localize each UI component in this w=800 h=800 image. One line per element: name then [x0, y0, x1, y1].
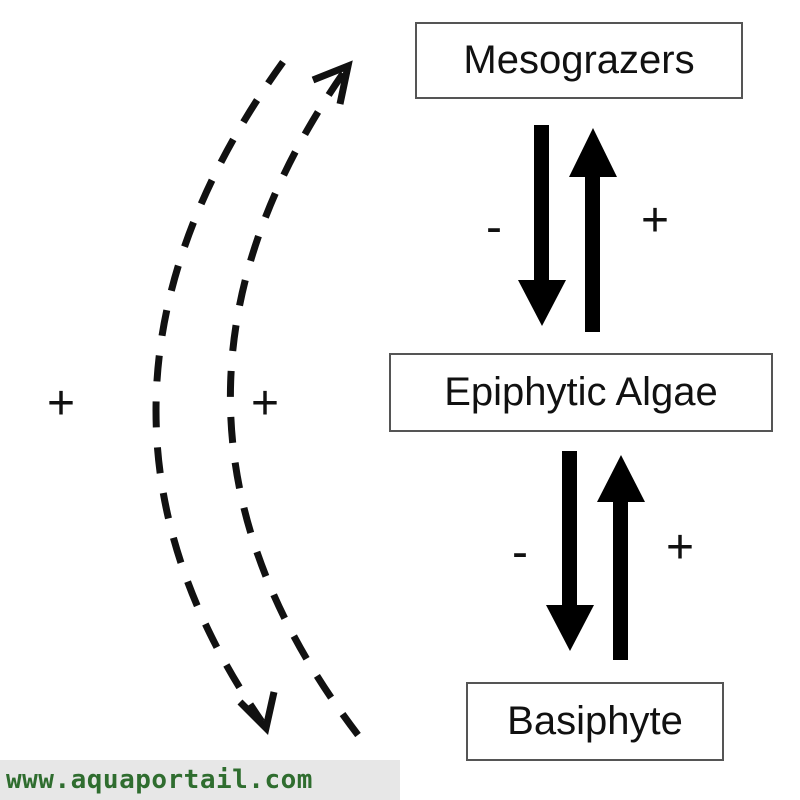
arrow-algae-to-meso — [569, 128, 617, 332]
epiphytic-algae-node: Epiphytic Algae — [389, 353, 773, 432]
arrow-algae-to-basi — [546, 451, 594, 651]
sign-algae-to-meso: + — [640, 194, 670, 247]
sign-indirect-up: + — [250, 377, 280, 430]
indirect-arrow-down — [152, 59, 286, 735]
arrow-meso-to-algae — [518, 125, 566, 326]
arrow-basi-to-algae — [597, 455, 645, 660]
sign-basi-to-algae: + — [665, 521, 695, 574]
sign-algae-to-basi: - — [512, 526, 528, 579]
indirect-arrow-up — [227, 60, 361, 738]
watermark: www.aquaportail.com — [0, 760, 400, 800]
basiphyte-node: Basiphyte — [466, 682, 724, 761]
mesograzers-node: Mesograzers — [415, 22, 743, 99]
sign-meso-to-algae: - — [486, 201, 502, 254]
sign-indirect-down: + — [46, 377, 76, 430]
